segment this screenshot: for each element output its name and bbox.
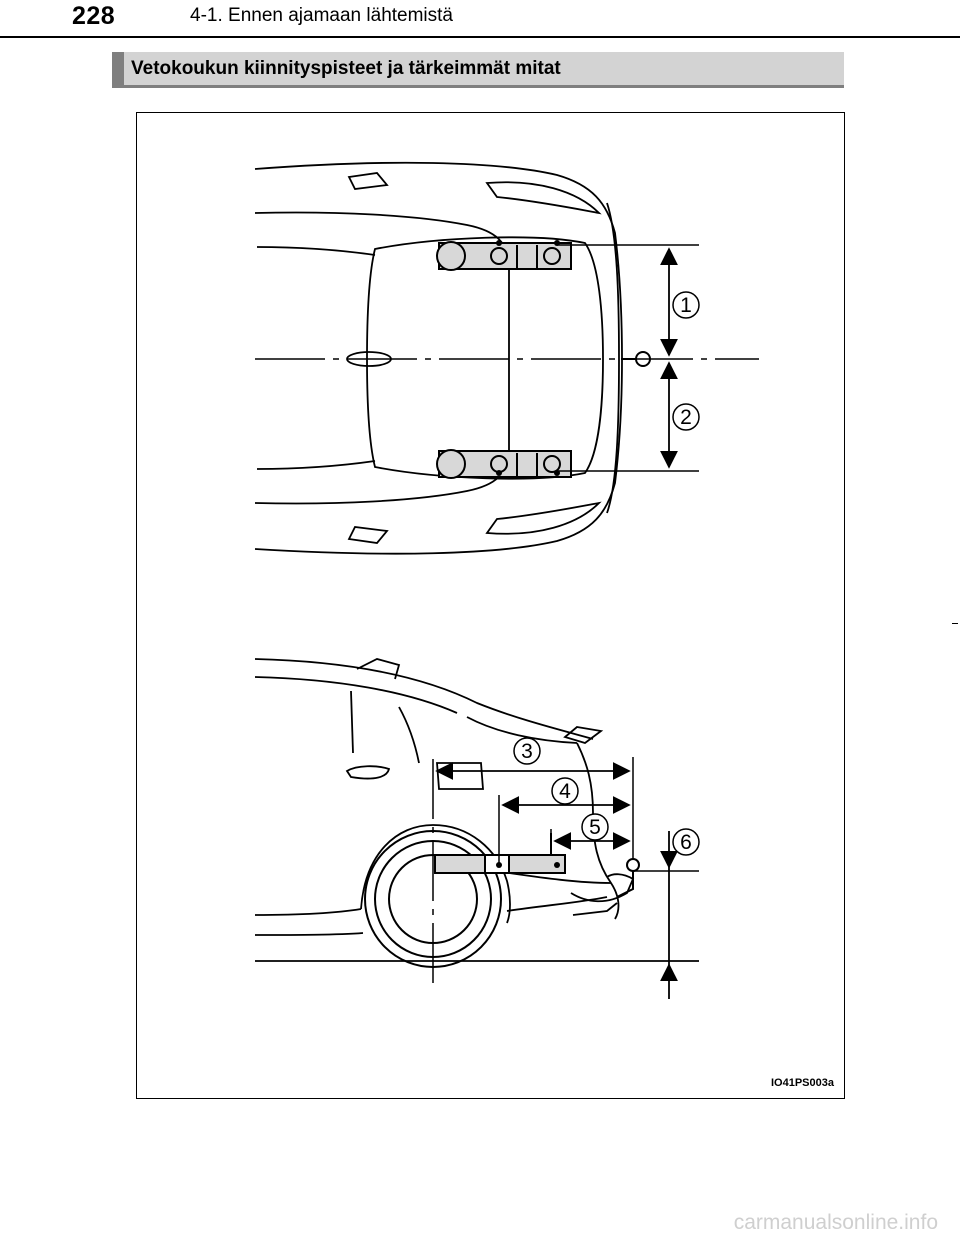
svg-text:2: 2 xyxy=(680,406,692,429)
tow-hitch-diagram: 1 2 3 4 5 6 xyxy=(254,161,759,999)
svg-text:5: 5 xyxy=(589,816,601,839)
side-tow-ball xyxy=(616,858,640,898)
header-rule xyxy=(0,36,960,38)
callout-1: 1 xyxy=(672,291,700,319)
top-mount-points xyxy=(496,240,560,476)
chapter-title: 4-1. Ennen ajamaan lähtemistä xyxy=(190,5,453,26)
callout-6: 6 xyxy=(672,828,700,856)
side-view-car xyxy=(254,658,635,936)
callout-4: 4 xyxy=(551,777,579,805)
svg-text:1: 1 xyxy=(680,294,692,317)
top-hitch-lower xyxy=(436,449,572,479)
svg-text:3: 3 xyxy=(521,740,533,763)
svg-text:4: 4 xyxy=(559,780,571,803)
side-reference-lines xyxy=(498,757,699,872)
section-heading-bar: Vetokoukun kiinnityspisteet ja tärkeimmä… xyxy=(112,52,844,88)
callout-3: 3 xyxy=(513,737,541,765)
page-edge-tick xyxy=(952,623,958,624)
top-hitch-upper xyxy=(436,241,572,271)
watermark: carmanualsonline.info xyxy=(733,1211,938,1234)
callout-5: 5 xyxy=(581,813,609,841)
section-marker xyxy=(112,52,124,85)
figure-code: IO41PS003a xyxy=(771,1077,834,1089)
svg-text:6: 6 xyxy=(680,831,692,854)
figure-frame: 1 2 3 4 5 6 IO41PS003a xyxy=(136,112,845,1099)
top-reference-lines xyxy=(557,244,699,472)
callout-2: 2 xyxy=(672,403,700,431)
page-number: 228 xyxy=(72,2,116,30)
top-view-car xyxy=(254,161,623,555)
section-title: Vetokoukun kiinnityspisteet ja tärkeimmä… xyxy=(131,58,561,79)
